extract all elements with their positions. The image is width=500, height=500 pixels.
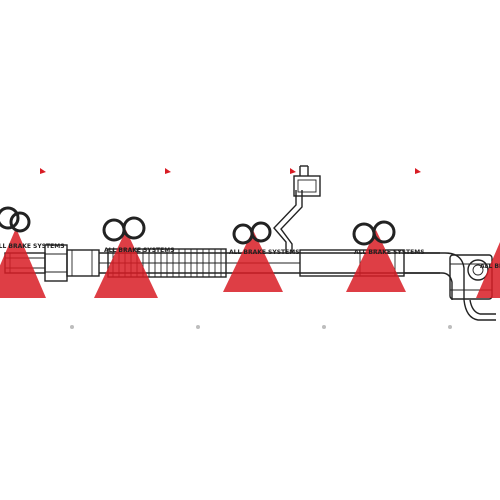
watermark-text: ALL BRAKE SYSTEMS: [480, 263, 500, 270]
watermark-top-marks: [40, 168, 421, 174]
watermark-text: ALL BRAKE SYSTEMS: [229, 249, 300, 256]
watermark-bottom-dots: [70, 325, 452, 329]
watermark-text: ALL BRAKE SYSTEMS: [354, 249, 425, 256]
watermark-logo-5: ALL BRAKE SYSTEMS: [476, 242, 500, 298]
watermark-logo-3: ALL BRAKE SYSTEMS: [223, 221, 300, 292]
mounting-bracket: [273, 165, 321, 253]
watermark-logo-2: ALL BRAKE SYSTEMS: [94, 216, 175, 298]
watermark-text: ALL BRAKE SYSTEMS: [0, 243, 65, 250]
watermark-text: ALL BRAKE SYSTEMS: [104, 247, 175, 254]
right-bent-tube: [404, 252, 465, 300]
watermark-logo-4: ALL BRAKE SYSTEMS: [346, 220, 425, 292]
watermark-logo-1: ALL BRAKE SYSTEMS: [0, 206, 65, 298]
